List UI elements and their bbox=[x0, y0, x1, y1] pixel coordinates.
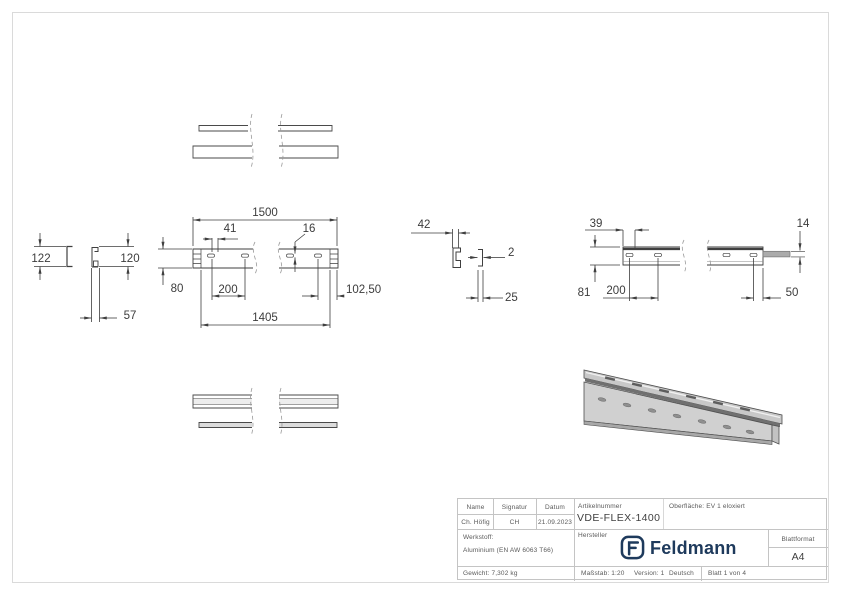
back-view-profile bbox=[622, 239, 791, 274]
feldmann-logo-icon bbox=[620, 535, 645, 560]
titleblock-blattformat-value: A4 bbox=[791, 551, 805, 563]
dim-120: 120 bbox=[120, 253, 139, 265]
top-rail-slots bbox=[604, 376, 751, 412]
dim-41: 41 bbox=[224, 223, 237, 235]
titleblock-signatur-value: CH bbox=[509, 519, 520, 526]
titleblock-oberflaeche: Oberfläche: EV 1 eloxiert bbox=[669, 503, 746, 510]
feldmann-logo-text: Feldmann bbox=[650, 537, 737, 558]
dim-57: 57 bbox=[124, 310, 137, 322]
pin-extension bbox=[762, 250, 791, 258]
break-line bbox=[250, 387, 254, 437]
dim-1405: 1405 bbox=[252, 312, 278, 324]
front-view-dimensions bbox=[158, 217, 345, 328]
dim-2: 2 bbox=[508, 247, 514, 259]
top-view-rails bbox=[192, 113, 339, 169]
dim-14: 14 bbox=[797, 218, 810, 230]
titleblock-hersteller-label: Hersteller bbox=[578, 532, 608, 539]
dim-50: 50 bbox=[786, 287, 799, 299]
dim-80: 80 bbox=[171, 283, 184, 295]
break-line bbox=[250, 113, 254, 169]
profile-section-glyph bbox=[91, 247, 99, 268]
break-line bbox=[681, 239, 687, 274]
titleblock-blatt: Blatt 1 von 4 bbox=[708, 570, 747, 577]
profile-side-outline bbox=[66, 245, 73, 268]
dim-39: 39 bbox=[590, 218, 603, 230]
feldmann-logo: Feldmann bbox=[620, 535, 737, 560]
titleblock-datum-value: 21.09.2023 bbox=[537, 519, 573, 526]
break-line bbox=[252, 241, 258, 275]
dim-200-back: 200 bbox=[606, 285, 625, 297]
title-block: Name Signatur Datum Ch. Höfig CH 21.09.2… bbox=[457, 498, 828, 581]
page-border bbox=[12, 12, 829, 583]
titleblock-artikelnummer-value: VDE-FLEX-1400 bbox=[577, 512, 661, 524]
titleblock-col-signatur: Signatur bbox=[501, 504, 528, 511]
dim-122: 122 bbox=[31, 253, 50, 265]
dim-81: 81 bbox=[578, 287, 591, 299]
titleblock-version: Version: 1 bbox=[634, 570, 665, 577]
dim-1500: 1500 bbox=[252, 207, 278, 219]
dim-200-front: 200 bbox=[218, 284, 237, 296]
left-section-view bbox=[34, 233, 134, 322]
titleblock-massstab: Maßstab: 1:20 bbox=[581, 570, 625, 577]
break-line bbox=[279, 387, 283, 437]
back-view-dimensions bbox=[585, 228, 805, 301]
titleblock-artikelnummer-label: Artikelnummer bbox=[578, 503, 622, 510]
break-line bbox=[277, 241, 283, 275]
dim-102-50: 102,50 bbox=[346, 284, 381, 296]
titleblock-col-name: Name bbox=[466, 504, 485, 511]
break-line bbox=[706, 239, 712, 274]
titleblock-sprache: Deutsch bbox=[669, 570, 694, 577]
profile-3d-render bbox=[583, 369, 783, 445]
bottom-view-rails bbox=[192, 387, 339, 437]
titleblock-col-datum: Datum bbox=[545, 504, 565, 511]
web-holes bbox=[597, 397, 755, 435]
titleblock-werkstoff-value: Aluminium (EN AW 6063 T66) bbox=[463, 547, 554, 554]
profile-section-glyph bbox=[452, 247, 461, 268]
titleblock-werkstoff-label: Werkstoff: bbox=[463, 534, 494, 541]
detail-section-view bbox=[411, 229, 505, 302]
dim-16: 16 bbox=[303, 223, 316, 235]
dim-42: 42 bbox=[418, 219, 431, 231]
dim-25: 25 bbox=[505, 292, 518, 304]
front-view-profile bbox=[192, 241, 339, 275]
break-line bbox=[280, 113, 284, 169]
titleblock-blattformat-label: Blattformat bbox=[781, 536, 815, 543]
titleblock-gewicht: Gewicht: 7,302 kg bbox=[463, 570, 518, 577]
titleblock-name-value: Ch. Höfig bbox=[461, 519, 490, 526]
